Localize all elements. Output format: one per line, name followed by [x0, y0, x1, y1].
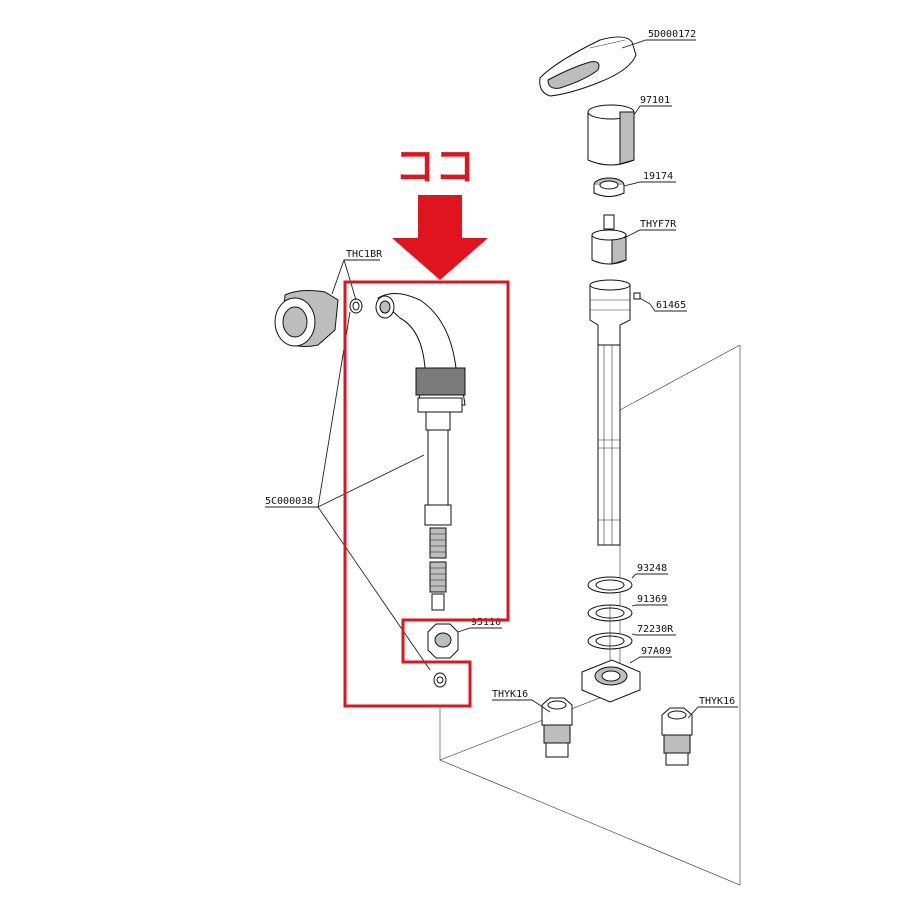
callout-5C000038: 5C000038 — [265, 496, 313, 507]
down-arrow-icon — [392, 195, 488, 280]
threaded-section — [429, 527, 447, 611]
set-screw-part — [633, 292, 651, 305]
ring-nut-part — [593, 177, 625, 197]
faucet-body-part — [589, 279, 631, 546]
callout-THYF7R: THYF7R — [640, 219, 677, 230]
hex-nut-part — [427, 623, 459, 659]
callout-THC1BR: THC1BR — [346, 249, 383, 260]
gasket-1-part — [587, 576, 633, 594]
small-washer-part — [433, 672, 447, 688]
cartridge-part — [591, 214, 627, 265]
supply-fitting-right-part — [661, 707, 693, 766]
callout-THYK16-left: THYK16 — [492, 689, 528, 700]
mounting-nut-part — [581, 659, 641, 703]
callout-97101: 97101 — [640, 95, 670, 106]
callout-labels: 5D000172 97101 19174 THYF7R 61465 THC1BR… — [265, 29, 735, 707]
callout-72230R: 72230R — [637, 624, 674, 635]
supply-fitting-left-part — [541, 697, 573, 758]
heading-koko: ココ — [395, 144, 475, 190]
lever-handle-part — [539, 36, 637, 97]
callout-5D000172: 5D000172 — [648, 29, 696, 40]
callout-93248: 93248 — [637, 563, 667, 574]
callout-91369: 91369 — [637, 594, 667, 605]
counter-plane-outline — [439, 344, 741, 886]
callout-95110: 95110 — [471, 617, 501, 628]
o-ring-small-part — [349, 298, 363, 314]
cover-cap-part — [587, 104, 635, 166]
callout-61465: 61465 — [656, 300, 686, 311]
callout-THYK16-right: THYK16 — [699, 696, 735, 707]
callout-97A09: 97A09 — [641, 646, 671, 657]
highlight-annotation: ココ — [343, 144, 510, 708]
highlight-outline — [343, 280, 510, 708]
leader-lines — [265, 39, 738, 719]
callout-19174: 19174 — [643, 171, 673, 182]
shower-head-part — [274, 290, 339, 347]
spout-assembly-part — [375, 293, 466, 611]
